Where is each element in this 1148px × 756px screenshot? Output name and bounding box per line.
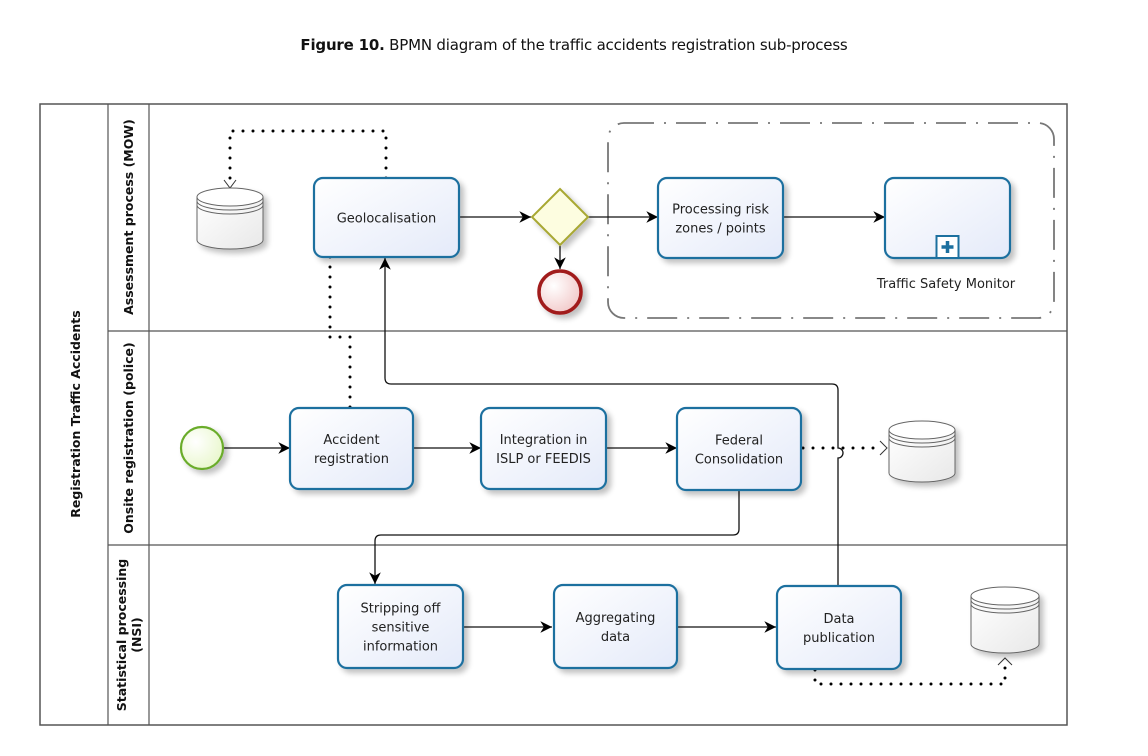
task-accident-registration[interactable]: Accident registration bbox=[288, 406, 415, 491]
data-store-assessment[interactable] bbox=[196, 187, 264, 250]
association-publication-to-db3 bbox=[813, 660, 1007, 686]
figure-title: BPMN diagram of the traffic accidents re… bbox=[384, 36, 848, 54]
task-processing-risk[interactable]: Processing risk zones / points bbox=[656, 176, 785, 260]
task-label: Federal bbox=[715, 434, 763, 449]
association-geo-to-db1 bbox=[228, 129, 388, 184]
lane-label-statistical-line1: Statistical processing bbox=[114, 559, 129, 711]
task-label: Accident bbox=[323, 433, 379, 448]
task-box bbox=[552, 583, 679, 670]
lane-label-assessment: Assessment process (MOW) bbox=[121, 119, 136, 315]
task-label: Integration in bbox=[500, 433, 588, 448]
task-box bbox=[675, 406, 803, 492]
gateway-diamond-icon bbox=[530, 187, 590, 247]
task-label: registration bbox=[314, 452, 389, 467]
database-icon bbox=[970, 596, 1040, 654]
association-arrowhead bbox=[997, 657, 1013, 666]
task-label: Processing risk bbox=[672, 203, 769, 218]
pool-border bbox=[39, 103, 1068, 726]
task-stripping[interactable]: Stripping off sensitive information bbox=[336, 583, 465, 670]
task-aggregating[interactable]: Aggregating data bbox=[552, 583, 679, 670]
sequence-flows bbox=[224, 211, 885, 633]
exclusive-gateway[interactable] bbox=[530, 187, 590, 247]
lane-label-onsite: Onsite registration (police) bbox=[121, 342, 136, 533]
end-event[interactable] bbox=[537, 269, 583, 315]
data-store-onsite[interactable] bbox=[888, 420, 956, 483]
task-label: Data bbox=[823, 612, 854, 627]
task-box bbox=[336, 583, 465, 670]
task-box bbox=[312, 176, 461, 259]
task-label: Geolocalisation bbox=[337, 212, 437, 227]
task-integration[interactable]: Integration in ISLP or FEEDIS bbox=[479, 406, 608, 491]
task-traffic-safety-monitor[interactable] bbox=[883, 176, 1012, 260]
task-box bbox=[479, 406, 608, 491]
task-label: Stripping off bbox=[361, 602, 442, 617]
association-accident-to-geo bbox=[328, 255, 352, 410]
task-box bbox=[656, 176, 785, 260]
task-label: ISLP or FEEDIS bbox=[496, 452, 591, 467]
figure-caption: Figure 10. BPMN diagram of the traffic a… bbox=[0, 36, 1148, 54]
data-store-statistical[interactable] bbox=[970, 586, 1040, 654]
end-event-circle-icon bbox=[537, 269, 583, 315]
pool-label: Registration Traffic Accidents bbox=[68, 310, 83, 517]
lane-label-statistical-line2: (NSI) bbox=[129, 617, 144, 653]
task-label: Aggregating bbox=[576, 611, 656, 626]
database-icon bbox=[196, 197, 264, 250]
flow-federal-to-stripping bbox=[369, 490, 740, 584]
figure-number: Figure 10. bbox=[300, 36, 385, 54]
start-event[interactable] bbox=[179, 425, 225, 471]
tsm-label: Traffic Safety Monitor bbox=[876, 277, 1016, 292]
flow-publication-to-geo bbox=[379, 258, 844, 586]
task-box bbox=[775, 584, 903, 671]
task-label: data bbox=[601, 630, 630, 645]
task-label: Consolidation bbox=[695, 453, 783, 468]
database-icon bbox=[888, 430, 956, 483]
start-event-circle-icon bbox=[179, 425, 225, 471]
task-box bbox=[288, 406, 415, 491]
task-label: sensitive bbox=[372, 621, 430, 636]
group-boundary bbox=[607, 122, 1055, 319]
association-arrowhead bbox=[223, 179, 237, 189]
task-geolocalisation[interactable]: Geolocalisation bbox=[312, 176, 461, 259]
task-label: publication bbox=[803, 631, 875, 646]
data-associations bbox=[228, 129, 1007, 686]
association-arrowhead bbox=[879, 440, 888, 456]
pool: Registration Traffic Accidents Assessmen… bbox=[39, 103, 1068, 726]
task-label: zones / points bbox=[675, 222, 766, 237]
task-label: information bbox=[363, 640, 438, 655]
task-data-publication[interactable]: Data publication bbox=[775, 584, 903, 671]
plus-icon bbox=[941, 241, 954, 253]
